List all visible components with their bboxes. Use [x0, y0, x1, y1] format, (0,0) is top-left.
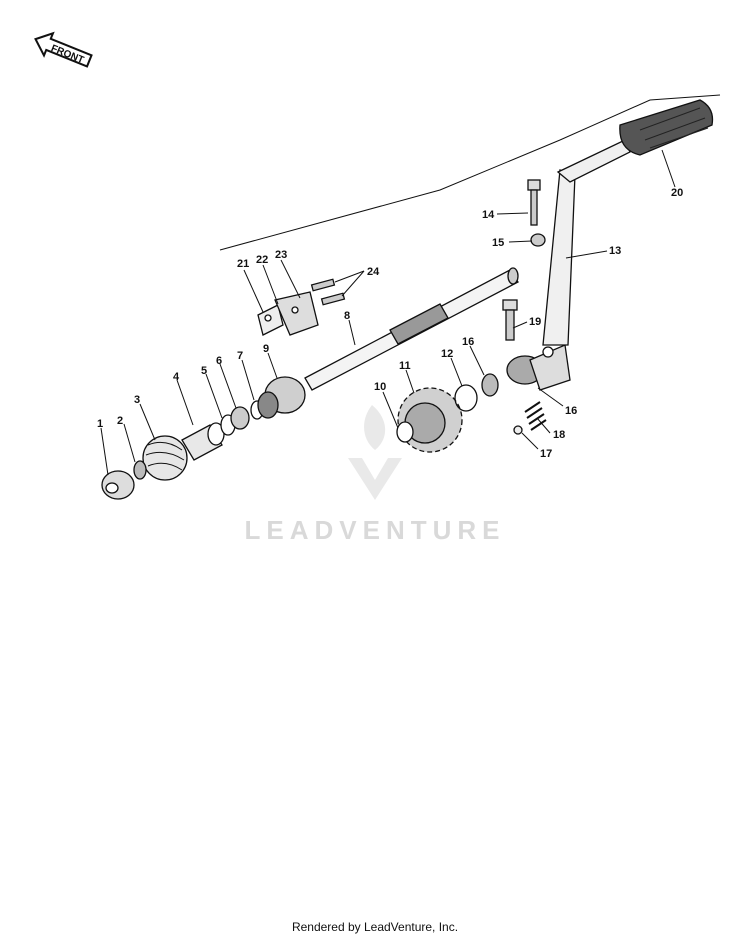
kick-lever	[542, 139, 631, 346]
callout-12: 12	[441, 348, 453, 360]
ratchet-gear	[257, 376, 306, 419]
callout-10: 10	[374, 381, 386, 393]
lever-clamp	[506, 344, 571, 391]
callout-22: 22	[256, 254, 268, 266]
spacer-16	[481, 373, 499, 397]
kick-shaft	[304, 267, 519, 391]
callout-21: 21	[237, 258, 249, 270]
callout-16: 16	[565, 405, 577, 417]
callout-9: 9	[263, 343, 269, 355]
callout-23: 23	[275, 249, 287, 261]
callout-16-upper: 16	[462, 336, 474, 348]
callout-8: 8	[344, 310, 350, 322]
screws-24	[310, 278, 346, 306]
front-arrow-icon: FRONT	[34, 31, 93, 68]
callout-20: 20	[671, 187, 683, 199]
callout-1: 1	[97, 418, 103, 430]
callout-2: 2	[117, 415, 123, 427]
callout-15: 15	[492, 237, 504, 249]
callout-14: 14	[482, 209, 495, 221]
callout-19: 19	[529, 316, 541, 328]
callout-18: 18	[553, 429, 565, 441]
watermark-logo-icon	[348, 405, 402, 500]
page-edge-line	[219, 94, 721, 251]
callout-6: 6	[216, 355, 222, 367]
bolt-14	[527, 179, 541, 226]
callout-17: 17	[540, 448, 552, 460]
footer-credit: Rendered by LeadVenture, Inc.	[291, 920, 459, 934]
callout-3: 3	[134, 394, 140, 406]
callout-5: 5	[201, 365, 207, 377]
collar	[101, 470, 135, 500]
washer-6	[230, 406, 250, 430]
kick-spring	[142, 435, 188, 481]
ring-12	[454, 384, 478, 412]
bolt-19	[502, 299, 518, 341]
callout-4: 4	[173, 371, 180, 383]
callout-24: 24	[367, 266, 380, 278]
ball-17	[513, 425, 523, 435]
washer-2	[133, 460, 147, 480]
callout-11: 11	[399, 360, 411, 372]
watermark-text: LEADVENTURE	[244, 515, 506, 545]
callout-7: 7	[237, 350, 243, 362]
leader-lines	[100, 149, 676, 476]
callout-13: 13	[609, 245, 621, 257]
kick-grip	[619, 99, 714, 156]
nut-15	[530, 233, 546, 247]
guide-plate	[257, 291, 319, 336]
kick-gear	[396, 387, 463, 453]
spring-18	[524, 401, 547, 431]
sleeve	[181, 422, 225, 461]
